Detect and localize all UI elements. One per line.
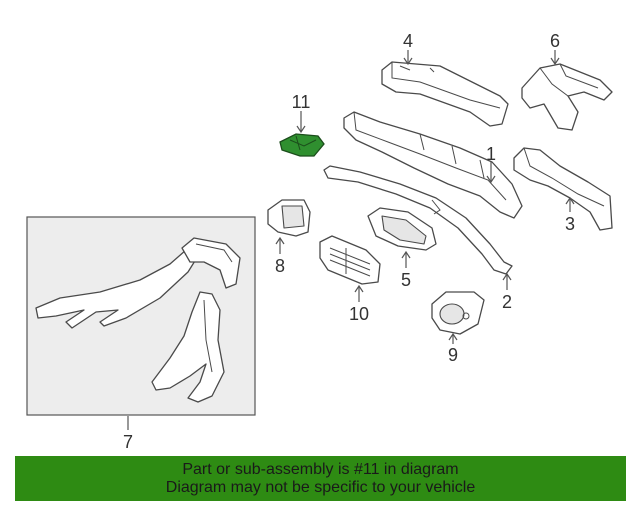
part-3-duct[interactable] xyxy=(513,147,613,231)
banner-line-1: Part or sub-assembly is #11 in diagram xyxy=(182,461,459,478)
part-8-vent[interactable] xyxy=(267,199,311,237)
part-1-main-duct[interactable] xyxy=(343,111,523,219)
banner-line-2: Diagram may not be specific to your vehi… xyxy=(165,479,476,496)
callout-1: 1 xyxy=(486,144,496,164)
part-4-duct[interactable] xyxy=(381,61,509,127)
part-5-vent[interactable] xyxy=(367,207,437,251)
callout-4: 4 xyxy=(403,31,413,51)
part-11-highlighted[interactable] xyxy=(279,133,325,157)
parts-diagram: 11 4 6 1 3 8 5 2 10 9 7 xyxy=(26,31,613,452)
callout-3: 3 xyxy=(565,214,575,234)
callout-9: 9 xyxy=(448,345,458,365)
callout-10: 10 xyxy=(349,304,369,324)
part-6-duct[interactable] xyxy=(521,63,613,131)
part-7-inset[interactable] xyxy=(26,216,256,416)
callout-11: 11 xyxy=(292,92,311,112)
part-10-vent[interactable] xyxy=(319,235,381,285)
info-banner: Part or sub-assembly is #11 in diagram D… xyxy=(15,456,626,501)
callout-5: 5 xyxy=(401,270,411,290)
leader-lines xyxy=(127,50,575,430)
part-9-vent[interactable] xyxy=(431,291,485,335)
callout-labels: 11 4 6 1 3 8 5 2 10 9 7 xyxy=(123,31,575,452)
callout-7: 7 xyxy=(123,432,133,452)
callout-6: 6 xyxy=(550,31,560,51)
part-2-side-duct[interactable] xyxy=(323,165,513,275)
callout-2: 2 xyxy=(502,292,512,312)
callout-8: 8 xyxy=(275,256,285,276)
